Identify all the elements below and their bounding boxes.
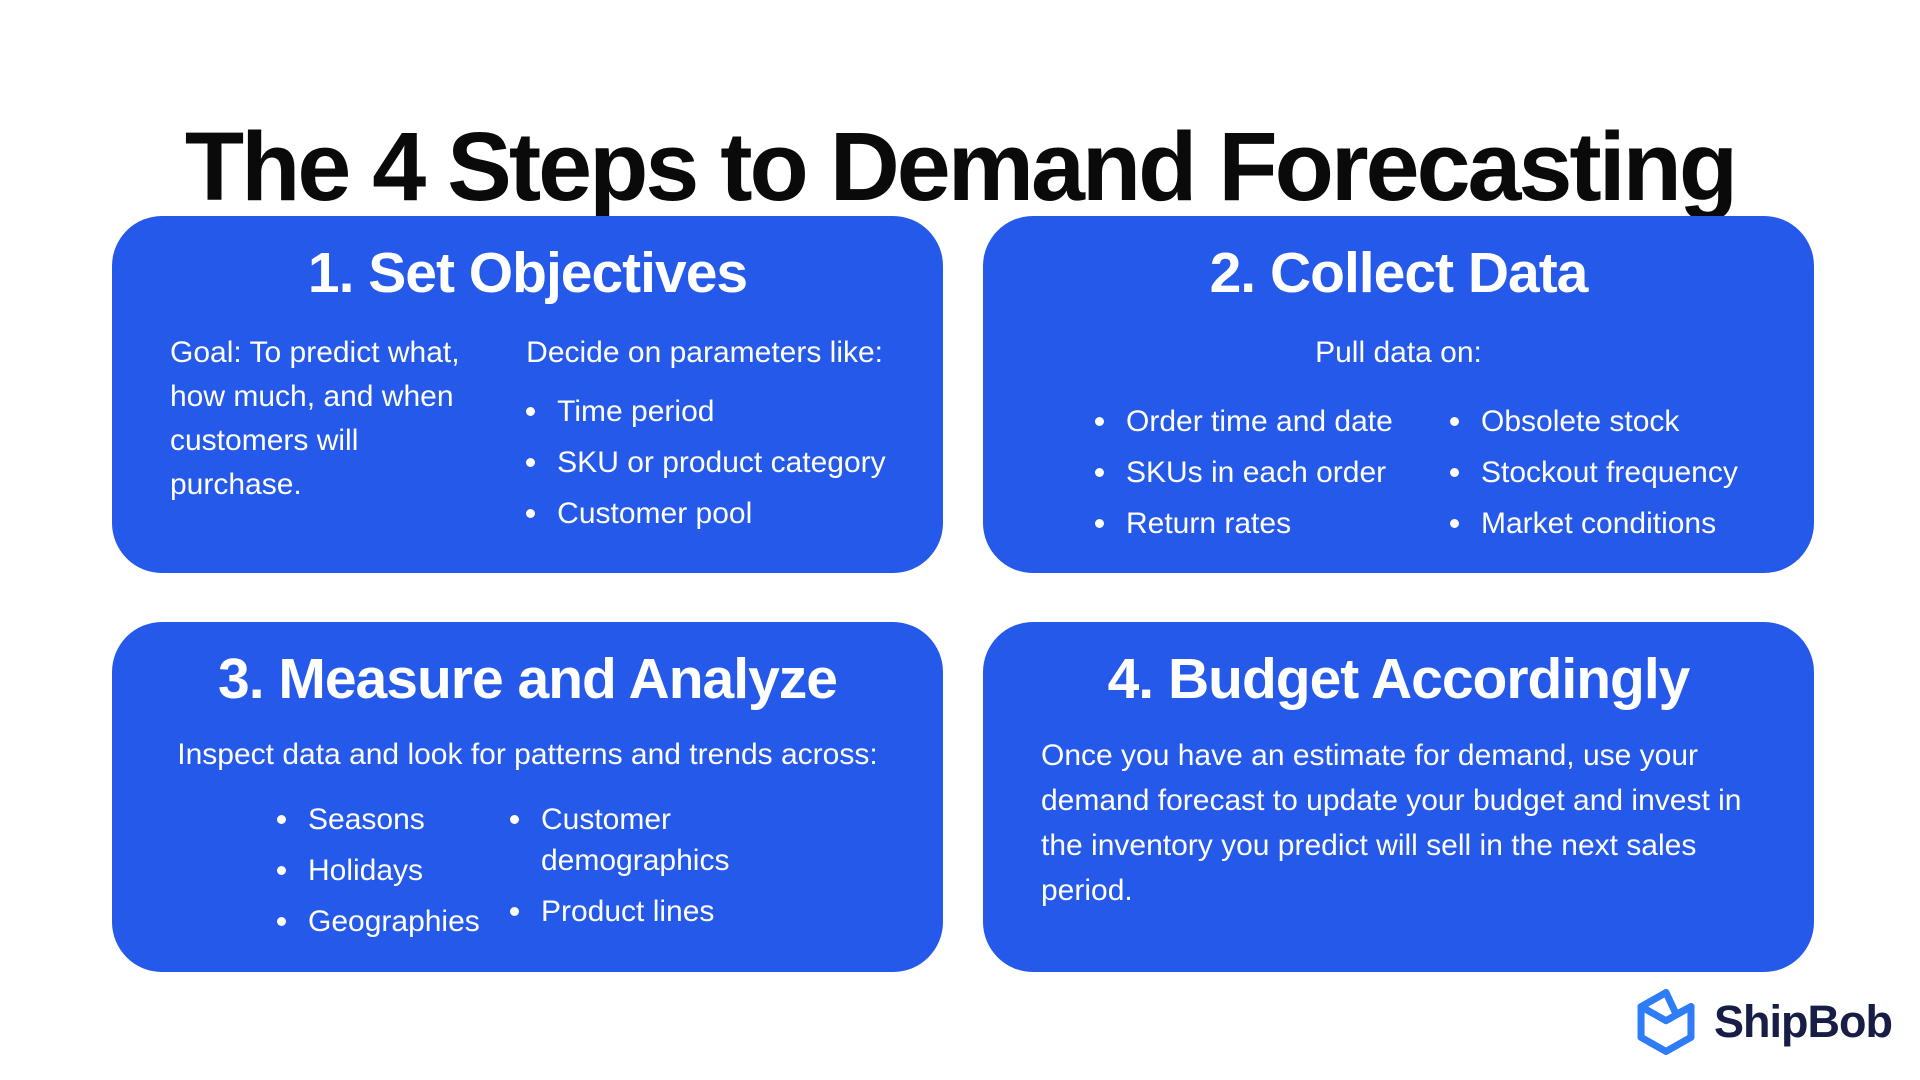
card-4-body-text: Once you have an estimate for demand, us… — [1041, 738, 1742, 907]
card-3-intro: Inspect data and look for patterns and t… — [177, 737, 878, 771]
list-item: Market conditions — [1450, 503, 1810, 544]
bullet-label: Product lines — [541, 894, 715, 928]
shipbob-wordmark: ShipBob — [1714, 996, 1893, 1047]
list-item: Seasons — [277, 799, 510, 840]
card-step-1-set-objectives: 1. Set Objectives Goal: To predict what,… — [112, 216, 943, 573]
bullet-label: Obsolete stock — [1481, 404, 1680, 438]
bullet-label: Seasons — [308, 802, 425, 836]
list-item: Holidays — [277, 850, 510, 891]
list-item: Time period — [526, 391, 907, 432]
bullet-label: Order time and date — [1126, 404, 1393, 438]
bullet-label: Return rates — [1126, 506, 1292, 540]
card-1-params-intro: Decide on parameters like: — [526, 335, 884, 369]
list-item: Stockout frequency — [1450, 452, 1810, 493]
card-step-4-budget-accordingly: 4. Budget Accordingly Once you have an e… — [983, 622, 1814, 972]
bullet-dot-icon — [1095, 467, 1104, 477]
bullet-label: Stockout frequency — [1481, 455, 1738, 489]
bullet-label: Time period — [557, 394, 715, 428]
card-1-parameters: Decide on parameters like: Time period S… — [526, 331, 907, 534]
shipbob-logo: ShipBob — [1634, 986, 1893, 1058]
bullet-dot-icon — [1450, 518, 1459, 528]
list-item: Product lines — [510, 891, 780, 932]
bullet-label: Market conditions — [1481, 506, 1717, 540]
card-3-title: 3. Measure and Analyze — [218, 647, 838, 711]
card-2-left-bullet-list: Order time and date SKUs in each order R… — [1095, 401, 1450, 544]
bullet-dot-icon — [277, 916, 286, 926]
bullet-dot-icon — [277, 865, 286, 875]
bullet-dot-icon — [1095, 416, 1104, 426]
bullet-label: SKUs in each order — [1126, 455, 1387, 489]
bullet-label: SKU or product category — [557, 445, 886, 479]
bullet-dot-icon — [1095, 518, 1104, 528]
card-3-left-bullet-list: Seasons Holidays Geographies — [277, 799, 510, 942]
card-step-3-measure-analyze: 3. Measure and Analyze Inspect data and … — [112, 622, 943, 972]
list-item: Customer demographics — [510, 799, 780, 881]
card-2-content: Order time and date SKUs in each order R… — [1095, 401, 1814, 544]
card-3-content: Seasons Holidays Geographies Customer de… — [277, 799, 943, 942]
list-item: Obsolete stock — [1450, 401, 1810, 442]
card-1-content: Goal: To predict what, how much, and whe… — [170, 331, 907, 534]
list-item: SKUs in each order — [1095, 452, 1450, 493]
card-1-title: 1. Set Objectives — [307, 241, 748, 305]
bullet-dot-icon — [526, 406, 536, 416]
bullet-dot-icon — [1450, 416, 1459, 426]
shipbob-box-icon — [1637, 989, 1695, 1055]
card-3-right-bullet-list: Customer demographics Product lines — [510, 799, 780, 942]
card-1-goal-text: Goal: To predict what, how much, and whe… — [170, 335, 460, 501]
list-item: Geographies — [277, 901, 510, 942]
bullet-dot-icon — [277, 814, 286, 824]
bullet-label: Holidays — [308, 853, 424, 887]
bullet-label: Geographies — [308, 904, 480, 938]
list-item: Order time and date — [1095, 401, 1450, 442]
list-item: Customer pool — [526, 493, 907, 534]
bullet-label: Customer demographics — [541, 802, 730, 877]
bullet-dot-icon — [510, 814, 519, 824]
card-2-title: 2. Collect Data — [1209, 241, 1589, 305]
bullet-dot-icon — [526, 457, 536, 467]
bullet-dot-icon — [1450, 467, 1459, 477]
card-1-bullet-list: Time period SKU or product category Cust… — [526, 391, 907, 534]
card-step-2-collect-data: 2. Collect Data Pull data on: Order time… — [983, 216, 1814, 573]
page-title: The 4 Steps to Demand Forecasting — [184, 111, 1738, 221]
card-2-intro: Pull data on: — [1315, 335, 1482, 369]
card-4-title: 4. Budget Accordingly — [1107, 647, 1691, 711]
list-item: SKU or product category — [526, 442, 907, 483]
bullet-label: Customer pool — [557, 496, 753, 530]
list-item: Return rates — [1095, 503, 1450, 544]
bullet-dot-icon — [526, 508, 536, 518]
card-2-right-bullet-list: Obsolete stock Stockout frequency Market… — [1450, 401, 1810, 544]
bullet-dot-icon — [510, 906, 519, 916]
